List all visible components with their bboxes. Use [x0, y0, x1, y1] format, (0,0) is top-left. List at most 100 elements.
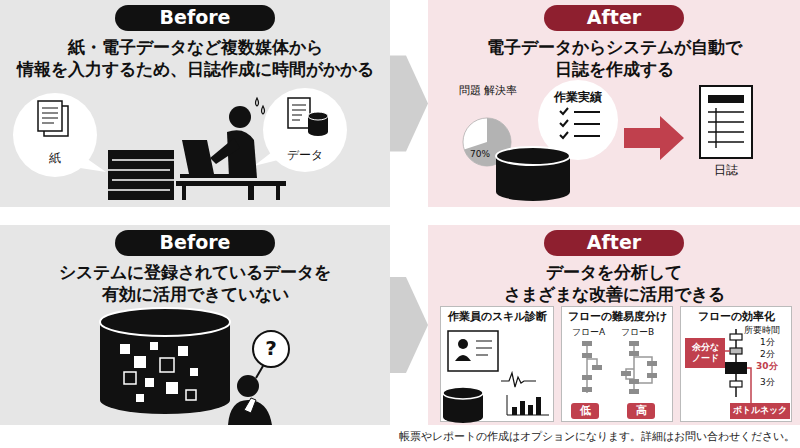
- book-stack: [108, 150, 174, 200]
- worker-at-laptop: [248, 186, 254, 200]
- node-text: 紙・電子データなど複数媒体から 情報を入力するため、日誌作成に時間がかかる: [5, 36, 385, 80]
- flow-tree-b: [629, 379, 639, 384]
- question-bubble: ?: [252, 330, 290, 368]
- large-database: [145, 378, 154, 387]
- diagram-label: フローB: [621, 327, 654, 338]
- label-holder: フローA: [572, 327, 605, 338]
- diagram-label: フローA: [572, 327, 605, 338]
- small-database: [443, 387, 483, 399]
- flow-tree-b: [647, 361, 657, 366]
- label-holder: 1分: [760, 337, 775, 348]
- flow-chart: [730, 334, 742, 340]
- database: [496, 156, 570, 201]
- label-holder: 3分: [760, 377, 775, 388]
- flow-tree-a: [582, 341, 592, 346]
- flow-chart: [730, 381, 742, 387]
- thinking-person: [237, 375, 259, 397]
- difficulty-card: 低高フローの難易度分け: [561, 306, 673, 422]
- node-text: After: [587, 6, 641, 30]
- checklist-bubble: [560, 108, 568, 138]
- red-pointer: [725, 351, 751, 403]
- label-holder: フローB: [621, 327, 654, 338]
- large-database: [124, 372, 136, 384]
- data-bubble: [254, 152, 278, 166]
- flow-tree-a: [587, 343, 597, 393]
- book-stack: [108, 150, 174, 200]
- bar-chart: [520, 401, 525, 415]
- waveform: [501, 373, 536, 387]
- worker-at-laptop: [182, 186, 186, 200]
- node-text: 低: [580, 404, 591, 418]
- node-text: Before: [160, 231, 231, 255]
- node-text: Before: [160, 6, 231, 30]
- before-panel: Before? システムに登録されているデータを 有効に活用できていない: [0, 225, 390, 425]
- diagram-label: 3分: [760, 377, 775, 388]
- bar-chart: [528, 405, 533, 415]
- worker-at-laptop: [276, 186, 280, 200]
- flow-tree-b: [629, 341, 639, 346]
- bar-chart: [507, 395, 549, 415]
- node-text: 問題 解決率: [455, 84, 521, 98]
- redundant-node-box: 余分な ノード: [685, 338, 725, 368]
- bar-chart: [507, 395, 549, 415]
- paper-bubble: 紙: [13, 93, 97, 177]
- red-arrow: [624, 116, 684, 160]
- bar-chart: [512, 407, 517, 415]
- transition-arrow: [390, 277, 428, 373]
- diary-document: [708, 95, 744, 103]
- profile-sheet: [448, 331, 498, 371]
- checklist-bubble: [538, 80, 618, 160]
- before-tab: Before: [115, 5, 275, 31]
- node-text: After: [587, 231, 641, 255]
- profile-sheet: [476, 341, 492, 355]
- large-database: [160, 358, 174, 372]
- worker-at-laptop: [256, 98, 265, 114]
- large-database: [136, 394, 144, 402]
- label-holder: 2分: [760, 349, 775, 360]
- node-text: フローの難易度分け: [568, 310, 667, 324]
- flow-chart: [725, 362, 747, 374]
- node-text: システムに登録されているデータを 有効に活用できていない: [5, 261, 385, 305]
- large-database: [150, 342, 158, 350]
- node-text: 作業員のスキル診断: [448, 310, 547, 324]
- worker-at-laptop: [180, 174, 244, 178]
- pie-chart: [464, 118, 511, 166]
- large-database: [166, 382, 178, 394]
- checklist-bubble: 作業実績: [538, 80, 618, 160]
- flow-tree-a: [582, 341, 602, 393]
- red-pointer: [725, 351, 751, 403]
- node-text: ?: [265, 336, 277, 361]
- node-text: 紙: [49, 151, 61, 166]
- paper-bubble: [13, 93, 97, 177]
- diagram-label: 2分: [760, 349, 775, 360]
- checklist-bubble: [574, 112, 600, 136]
- small-database: [443, 387, 483, 423]
- data-bubble: [254, 88, 347, 172]
- pie-chart: 問題 解決率70%: [455, 84, 521, 170]
- large-database: [134, 356, 146, 368]
- label-holder: 30分: [756, 361, 778, 372]
- paper-bubble: [80, 158, 106, 172]
- flow-chart: [735, 329, 737, 397]
- database: [496, 147, 570, 201]
- flow-tree-b: [621, 341, 657, 394]
- book-stack: [108, 160, 174, 190]
- flow-tree-a: [582, 375, 592, 380]
- large-database: [120, 344, 130, 354]
- waveform: [501, 373, 536, 387]
- large-database: [100, 308, 230, 414]
- flow-tree-a: [582, 353, 592, 358]
- diary-document: 日誌: [690, 84, 762, 184]
- red-arrow: [624, 116, 684, 160]
- flow-tree-b: [621, 371, 631, 376]
- flow-tree-b: [629, 351, 639, 356]
- large-database: [100, 322, 230, 414]
- label-holder: 帳票やレポートの作成はオプションになります。詳細はお問い合わせください。: [398, 430, 795, 443]
- node-text: 電子データからシステムが自動で 日誌を作成する: [454, 36, 774, 80]
- diary-document: [708, 108, 744, 148]
- paper-bubble: [42, 108, 58, 123]
- thinking-person: [228, 400, 272, 425]
- profile-sheet: [448, 331, 498, 371]
- flow-tree-b: [629, 389, 639, 394]
- after-panel: After 問題 解決率70% 作業実績日誌電子データからシステムが自動で 日誌を作…: [428, 0, 800, 207]
